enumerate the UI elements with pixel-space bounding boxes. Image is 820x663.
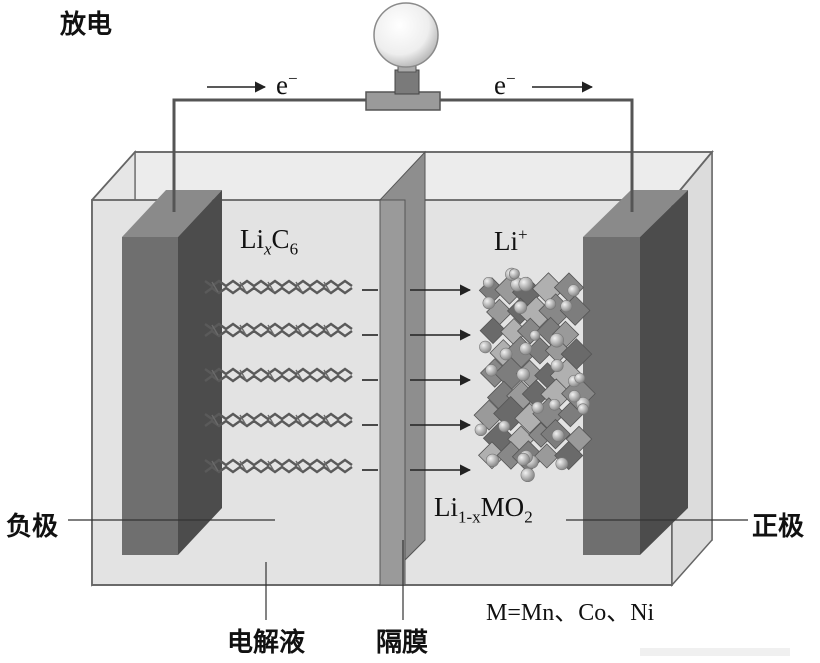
li-ion-sphere xyxy=(479,340,492,354)
li-ion-sphere xyxy=(508,268,520,280)
negative-electrode-label: 负极 xyxy=(6,512,59,542)
mo6-octahedron xyxy=(493,396,529,432)
graphite-layer xyxy=(204,367,353,383)
separator-membrane xyxy=(379,150,426,587)
light-bulb-icon xyxy=(373,2,439,68)
li-ion-sphere xyxy=(516,452,530,466)
li-ion-sphere xyxy=(568,390,581,403)
wire-right xyxy=(440,98,634,212)
graphite-layer xyxy=(204,279,353,295)
electrolyte-label: 电解液 xyxy=(227,628,306,658)
li-ion-sphere xyxy=(482,276,495,289)
li-ion-sphere xyxy=(485,453,500,468)
li-ion-sphere xyxy=(513,300,528,314)
li-ion-label: Li+ xyxy=(494,225,528,256)
li-ion-sphere xyxy=(516,367,530,382)
tank-top-rim xyxy=(91,151,714,201)
li-ion-sphere xyxy=(485,364,498,377)
graphite-layers xyxy=(204,279,353,474)
li-ion-sphere xyxy=(519,342,533,356)
li-ion-sphere xyxy=(577,403,589,415)
li-ion-sphere xyxy=(482,296,496,310)
graphite-layer xyxy=(204,322,353,338)
electron-label-left: e− xyxy=(276,69,298,100)
anode-top xyxy=(122,190,222,237)
li-ion-sphere xyxy=(529,330,541,341)
li-ion-sphere xyxy=(550,359,564,373)
mo6-octahedron xyxy=(516,317,544,345)
cathode-side xyxy=(640,190,688,555)
li-ion-sphere xyxy=(549,333,565,348)
external-circuit xyxy=(172,2,634,212)
mo6-octahedron xyxy=(534,443,560,469)
anode-front xyxy=(122,237,178,555)
li-ion-sphere xyxy=(531,401,544,414)
cathode-material-label: Li1-xMO2 xyxy=(434,492,533,527)
separator-label: 隔膜 xyxy=(376,628,429,658)
li-ion-sphere xyxy=(560,300,573,313)
li-ion-sphere xyxy=(520,467,535,483)
li-ion-sphere xyxy=(567,284,580,297)
bulb-socket xyxy=(365,91,441,111)
separator-face xyxy=(379,199,406,586)
graphite-layer xyxy=(204,412,353,428)
li-ion-sphere xyxy=(518,276,534,292)
bulb-base xyxy=(394,69,420,95)
negative-electrode xyxy=(122,190,222,555)
li-ion-sphere xyxy=(544,298,557,310)
cathode-crystal xyxy=(473,267,596,483)
li-ion-sphere xyxy=(474,423,488,437)
anode-material-label: LixC6 xyxy=(240,224,299,259)
positive-electrode-label: 正极 xyxy=(752,512,805,542)
li-ion-sphere xyxy=(499,347,513,361)
li-ion-sphere xyxy=(551,429,565,442)
discharge-title: 放电 xyxy=(60,10,113,40)
electron-label-right: e− xyxy=(494,69,516,100)
mo6-octahedron xyxy=(479,317,507,345)
positive-electrode xyxy=(583,190,688,555)
li-ion-sphere xyxy=(574,372,586,384)
metals-label: M=Mn、Co、Ni xyxy=(486,600,655,626)
wire-left xyxy=(172,98,366,212)
li-ion-sphere xyxy=(498,420,511,433)
li-ion-sphere xyxy=(555,457,569,471)
li-ion-sphere xyxy=(548,398,561,411)
bottom-smudge xyxy=(640,648,790,656)
graphite-layer xyxy=(204,458,353,474)
cathode-top xyxy=(583,190,688,237)
li-ion-arrows xyxy=(362,284,472,476)
